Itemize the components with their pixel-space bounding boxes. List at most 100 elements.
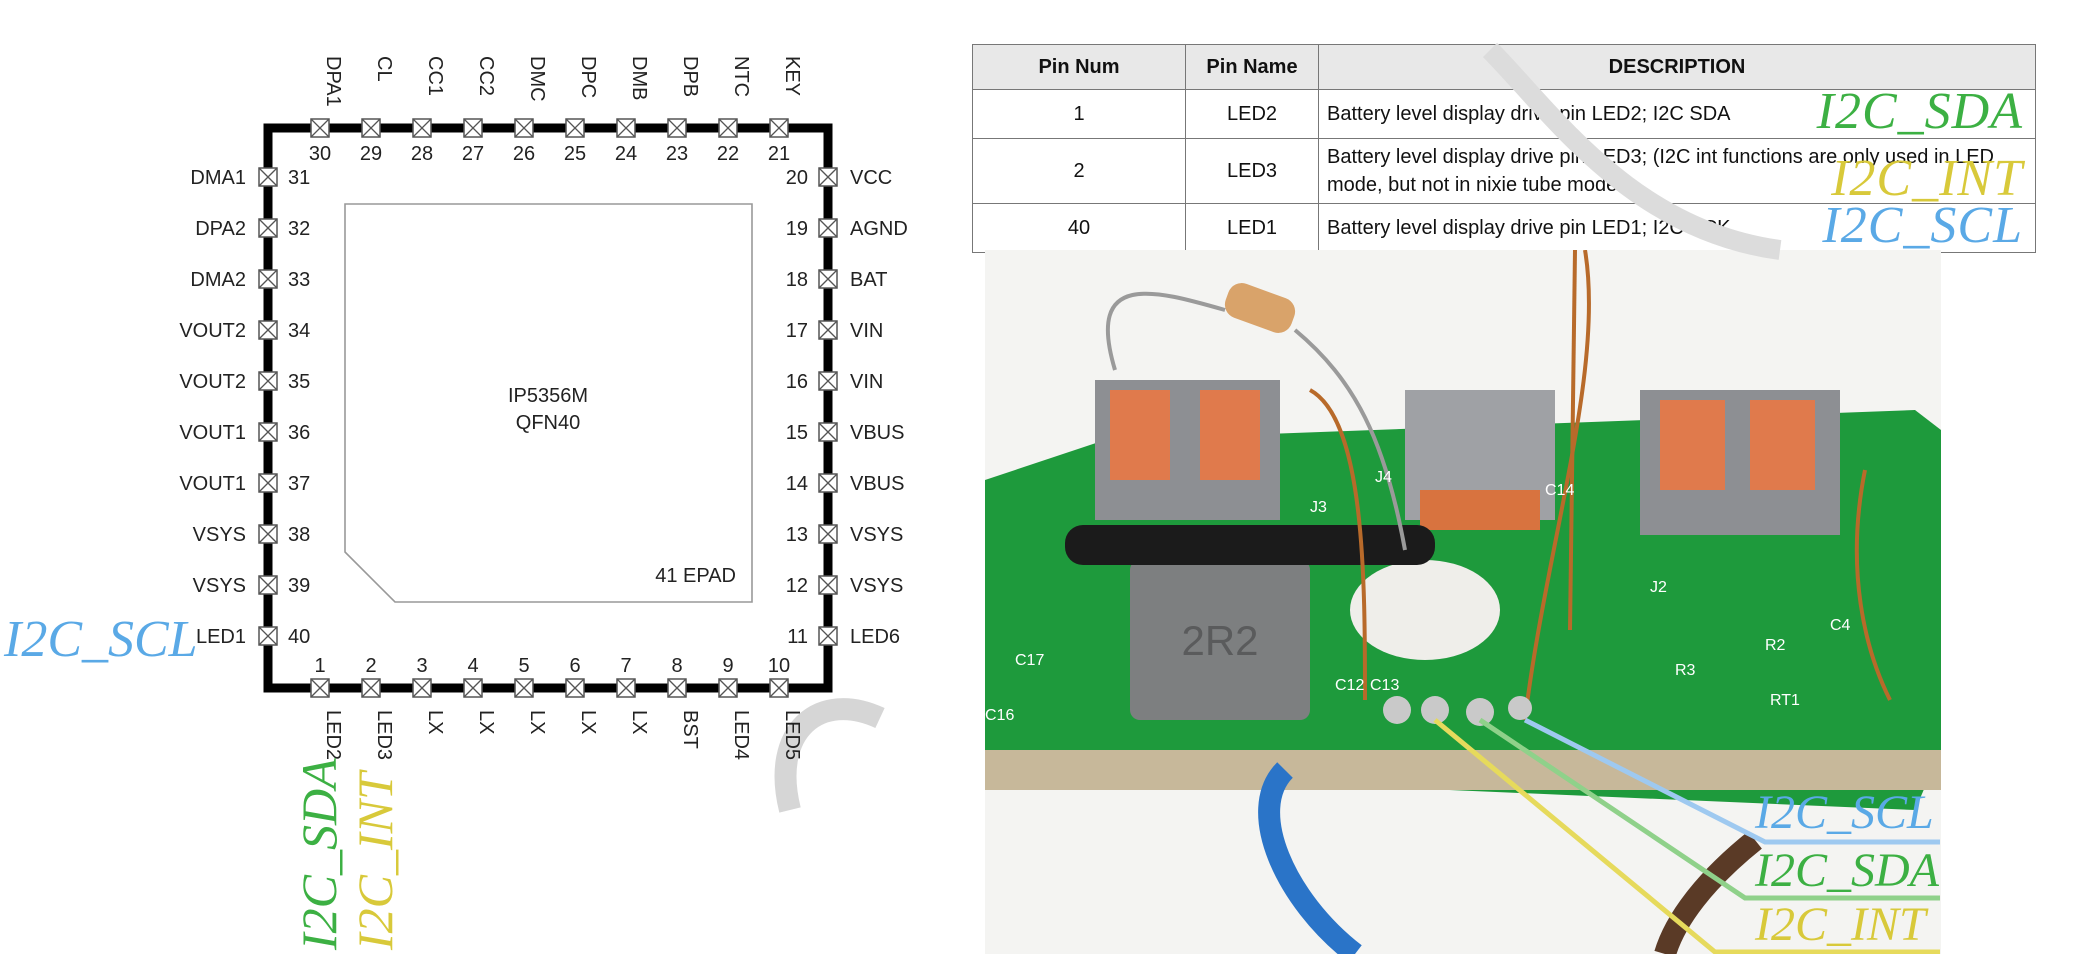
pin-pad-right xyxy=(818,626,838,646)
pin-pad-top xyxy=(718,118,738,138)
pin-pad-right xyxy=(818,473,838,493)
chip-body-outline xyxy=(263,123,833,693)
pin-name: DMA1 xyxy=(190,167,246,189)
silkscreen-label: C4 xyxy=(1830,617,1851,634)
pin-number: 13 xyxy=(786,524,808,546)
pin-number: 21 xyxy=(768,143,790,165)
pin-number: 24 xyxy=(615,143,637,165)
pin-pad-bottom xyxy=(769,678,789,698)
pin-name: DPA1 xyxy=(322,56,344,107)
pin-name: LX xyxy=(526,710,548,734)
pin-pad-top xyxy=(769,118,789,138)
pin-number: 35 xyxy=(288,371,310,393)
pin-number: 26 xyxy=(513,143,535,165)
pin-number: 37 xyxy=(288,473,310,495)
silkscreen-label: R3 xyxy=(1675,662,1696,679)
pin-name: DMB xyxy=(628,56,650,100)
cell-pin-num: 1 xyxy=(972,89,1186,139)
pin-pad-left xyxy=(258,473,278,493)
pin-number: 29 xyxy=(360,143,382,165)
silkscreen-label: C14 xyxy=(1545,482,1574,499)
pin-number: 27 xyxy=(462,143,484,165)
pin-number: 23 xyxy=(666,143,688,165)
pin-number: 17 xyxy=(786,320,808,342)
pin-number: 7 xyxy=(620,655,631,677)
pin-pad-left xyxy=(258,218,278,238)
pin-pad-top xyxy=(514,118,534,138)
pin-number: 15 xyxy=(786,422,808,444)
usb-c-port xyxy=(1405,390,1555,530)
blue-wire xyxy=(1258,762,1362,954)
pin-number: 34 xyxy=(288,320,310,342)
pin-name: VSYS xyxy=(850,524,903,546)
annotation-int-photo: I2C_INT xyxy=(1754,898,1929,951)
annotation-sda-photo: I2C_SDA xyxy=(1754,844,1940,897)
pcb-photo: 2R2 J3 J4 C14 J2 C17 C12 xyxy=(985,250,1941,954)
pin-number: 36 xyxy=(288,422,310,444)
pin-number: 11 xyxy=(787,626,808,648)
annotation-scl-table: I2C_SCL xyxy=(1822,197,2023,254)
pin-number: 19 xyxy=(786,218,808,240)
pin-name: LX xyxy=(577,710,599,734)
pin-name: LED6 xyxy=(850,626,900,648)
pin-pad-right xyxy=(818,371,838,391)
pin-name: DPC xyxy=(577,56,599,98)
cell-description: Battery level display drive pin LED2; I2… xyxy=(1318,86,2036,139)
pin-number: 20 xyxy=(786,167,808,189)
pin-name: CL xyxy=(373,56,395,82)
pin-number: 22 xyxy=(717,143,739,165)
pin-number: 33 xyxy=(288,269,310,291)
cell-pin-name: LED2 xyxy=(1185,89,1319,139)
pin-name: DMA2 xyxy=(190,269,246,291)
pin-name: VIN xyxy=(850,320,883,342)
pin-pad-left xyxy=(258,575,278,595)
sda-line xyxy=(1478,717,1940,901)
pin-pad-right xyxy=(818,320,838,340)
pin-number: 4 xyxy=(467,655,478,677)
pin-pad-bottom xyxy=(463,678,483,698)
usb-port-left xyxy=(1095,380,1280,520)
annotation-scl-left: I2C_SCL xyxy=(3,611,198,668)
pin-pad-bottom xyxy=(565,678,585,698)
pin-number: 3 xyxy=(416,655,427,677)
pin-pad-bottom xyxy=(412,678,432,698)
pin-pad-top xyxy=(667,118,687,138)
silkscreen-label: J4 xyxy=(1375,469,1392,486)
pin-number: 16 xyxy=(786,371,808,393)
pin-name: LX xyxy=(628,710,650,734)
description-text: Battery level display drive pin LED2; I2… xyxy=(1327,103,1731,125)
pin-pad-top xyxy=(463,118,483,138)
pin-pad-left xyxy=(258,626,278,646)
pin-name: LED3 xyxy=(373,710,395,760)
pin-name: VSYS xyxy=(850,575,903,597)
table-row: 2 LED3 Battery level display drive pin L… xyxy=(972,138,2036,205)
silkscreen-label: C13 xyxy=(1370,677,1399,694)
silkscreen-label: J3 xyxy=(1310,499,1327,516)
cell-pin-name: LED1 xyxy=(1185,203,1319,253)
pin-number: 30 xyxy=(309,143,331,165)
silkscreen-label: C16 xyxy=(985,707,1014,724)
pin-name: KEY xyxy=(781,56,803,96)
pin-number: 8 xyxy=(671,655,682,677)
pin-number: 14 xyxy=(786,473,808,495)
pin-pad-left xyxy=(258,371,278,391)
table-row: 1 LED2 Battery level display drive pin L… xyxy=(972,86,2036,139)
thermal-paste xyxy=(1350,560,1500,660)
watermark-arc xyxy=(774,698,885,813)
pin-name: VBUS xyxy=(850,473,904,495)
pin-pad-left xyxy=(258,524,278,544)
chip-die-outline xyxy=(344,203,753,603)
pin-pad-left xyxy=(258,422,278,442)
pin-number: 2 xyxy=(365,655,376,677)
pin-pad-right xyxy=(818,422,838,442)
pin-pad-left xyxy=(258,269,278,289)
pin-name: VOUT1 xyxy=(179,473,246,495)
pin-pad-right xyxy=(818,524,838,544)
pin-number: 5 xyxy=(518,655,529,677)
pin-pad-bottom xyxy=(310,678,330,698)
description-text: Battery level display drive pin LED1; I2… xyxy=(1327,217,1731,239)
pin-name: LED4 xyxy=(730,710,752,760)
pin-name: VSYS xyxy=(193,575,246,597)
pin-number: 39 xyxy=(288,575,310,597)
silkscreen-label: RT1 xyxy=(1770,692,1800,709)
